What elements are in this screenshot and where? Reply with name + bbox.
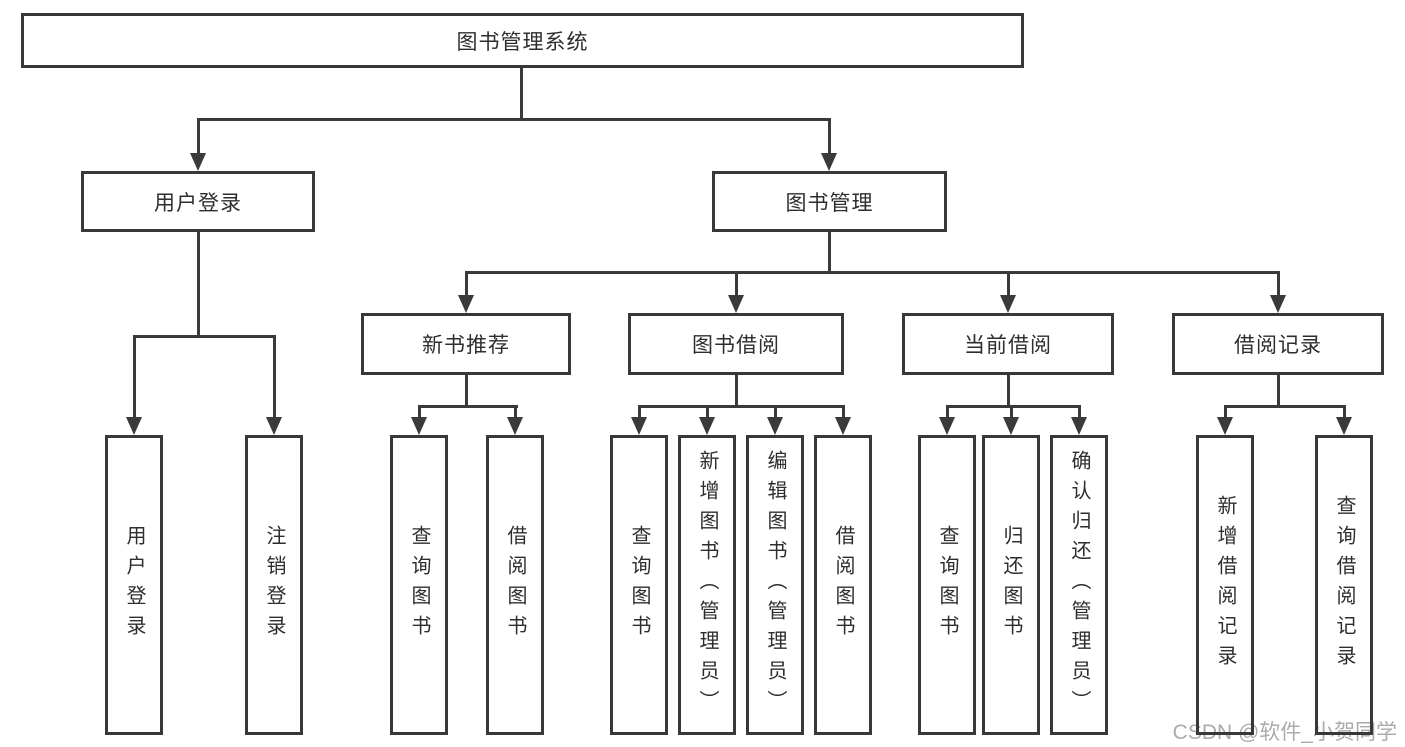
connector-line bbox=[842, 405, 845, 419]
leaf-logout-label: 注销登录 bbox=[263, 525, 285, 645]
connector-line bbox=[418, 405, 421, 419]
node-book-borrowing-label: 图书借阅 bbox=[692, 334, 780, 357]
arrow-down-icon bbox=[1071, 417, 1087, 435]
connector-line bbox=[514, 405, 517, 419]
leaf-query-books-recommend: 查询图书 bbox=[390, 435, 448, 735]
node-current-borrowing-label: 当前借阅 bbox=[964, 334, 1052, 357]
node-borrowing-records-label: 借阅记录 bbox=[1234, 334, 1322, 357]
arrow-down-icon bbox=[1270, 295, 1286, 313]
leaf-user-login-label: 用户登录 bbox=[123, 525, 145, 645]
leaf-confirm-return-admin-label: 确认归还（管理员） bbox=[1068, 450, 1090, 720]
connector-line bbox=[1007, 375, 1010, 408]
arrow-down-icon bbox=[1336, 417, 1352, 435]
leaf-return-books: 归还图书 bbox=[982, 435, 1040, 735]
arrow-down-icon bbox=[767, 417, 783, 435]
leaf-add-borrow-record: 新增借阅记录 bbox=[1196, 435, 1254, 735]
leaf-query-borrow-record: 查询借阅记录 bbox=[1315, 435, 1373, 735]
leaf-query-books-current: 查询图书 bbox=[918, 435, 976, 735]
leaf-return-books-label: 归还图书 bbox=[1000, 525, 1022, 645]
connector-line bbox=[1224, 405, 1346, 408]
connector-line bbox=[465, 271, 468, 297]
leaf-borrow-books-label: 借阅图书 bbox=[832, 525, 854, 645]
leaf-confirm-return-admin: 确认归还（管理员） bbox=[1050, 435, 1108, 735]
arrow-down-icon bbox=[821, 153, 837, 171]
arrow-down-icon bbox=[507, 417, 523, 435]
leaf-edit-books-admin: 编辑图书（管理员） bbox=[746, 435, 804, 735]
node-borrowing-records: 借阅记录 bbox=[1172, 313, 1384, 375]
node-current-borrowing: 当前借阅 bbox=[902, 313, 1114, 375]
connector-line bbox=[1007, 271, 1010, 297]
arrow-down-icon bbox=[1217, 417, 1233, 435]
connector-line bbox=[735, 375, 738, 408]
arrow-down-icon bbox=[458, 295, 474, 313]
arrow-down-icon bbox=[699, 417, 715, 435]
node-root: 图书管理系统 bbox=[21, 13, 1024, 68]
connector-line bbox=[197, 118, 831, 121]
leaf-query-books-borrowing-label: 查询图书 bbox=[628, 525, 650, 645]
connector-line bbox=[197, 118, 200, 157]
arrow-down-icon bbox=[631, 417, 647, 435]
node-book-borrowing: 图书借阅 bbox=[628, 313, 844, 375]
node-user-login-group-label: 用户登录 bbox=[154, 191, 242, 215]
leaf-borrow-books: 借阅图书 bbox=[814, 435, 872, 735]
leaf-query-books-borrowing: 查询图书 bbox=[610, 435, 668, 735]
node-user-login-group: 用户登录 bbox=[81, 171, 315, 232]
arrow-down-icon bbox=[728, 295, 744, 313]
arrow-down-icon bbox=[190, 153, 206, 171]
leaf-query-borrow-record-label: 查询借阅记录 bbox=[1333, 495, 1355, 675]
connector-line bbox=[946, 405, 949, 419]
node-book-management: 图书管理 bbox=[712, 171, 947, 232]
node-new-book-recommend-label: 新书推荐 bbox=[422, 334, 510, 357]
node-new-book-recommend: 新书推荐 bbox=[361, 313, 571, 375]
connector-line bbox=[520, 68, 523, 121]
connector-line bbox=[828, 118, 831, 157]
connector-line bbox=[1078, 405, 1081, 419]
connector-line bbox=[465, 271, 1280, 274]
connector-line bbox=[133, 335, 276, 338]
node-root-label: 图书管理系统 bbox=[456, 30, 589, 54]
connector-line bbox=[465, 375, 468, 408]
connector-line bbox=[638, 405, 845, 408]
connector-line bbox=[1343, 405, 1346, 419]
connector-line bbox=[1277, 271, 1280, 297]
connector-line bbox=[706, 405, 709, 419]
leaf-borrow-books-recommend: 借阅图书 bbox=[486, 435, 544, 735]
leaf-add-books-admin-label: 新增图书（管理员） bbox=[696, 450, 718, 720]
leaf-add-borrow-record-label: 新增借阅记录 bbox=[1214, 495, 1236, 675]
node-book-management-label: 图书管理 bbox=[785, 191, 874, 215]
arrow-down-icon bbox=[126, 417, 142, 435]
connector-line bbox=[197, 232, 200, 338]
connector-line bbox=[828, 232, 831, 274]
connector-line bbox=[273, 335, 276, 419]
arrow-down-icon bbox=[835, 417, 851, 435]
leaf-edit-books-admin-label: 编辑图书（管理员） bbox=[764, 450, 786, 720]
leaf-user-login: 用户登录 bbox=[105, 435, 163, 735]
arrow-down-icon bbox=[1003, 417, 1019, 435]
connector-line bbox=[735, 271, 738, 297]
connector-line bbox=[418, 405, 518, 408]
leaf-logout: 注销登录 bbox=[245, 435, 303, 735]
connector-line bbox=[1010, 405, 1013, 419]
arrow-down-icon bbox=[411, 417, 427, 435]
connector-line bbox=[1277, 375, 1280, 408]
arrow-down-icon bbox=[266, 417, 282, 435]
leaf-query-books-current-label: 查询图书 bbox=[936, 525, 958, 645]
arrow-down-icon bbox=[939, 417, 955, 435]
csdn-watermark: CSDN @软件_小贺同学 bbox=[1172, 721, 1397, 744]
connector-line bbox=[133, 335, 136, 419]
leaf-query-books-recommend-label: 查询图书 bbox=[408, 525, 430, 645]
leaf-add-books-admin: 新增图书（管理员） bbox=[678, 435, 736, 735]
connector-line bbox=[774, 405, 777, 419]
connector-line bbox=[946, 405, 1081, 408]
arrow-down-icon bbox=[1000, 295, 1016, 313]
connector-line bbox=[1224, 405, 1227, 419]
leaf-borrow-books-recommend-label: 借阅图书 bbox=[504, 525, 526, 645]
connector-line bbox=[638, 405, 641, 419]
